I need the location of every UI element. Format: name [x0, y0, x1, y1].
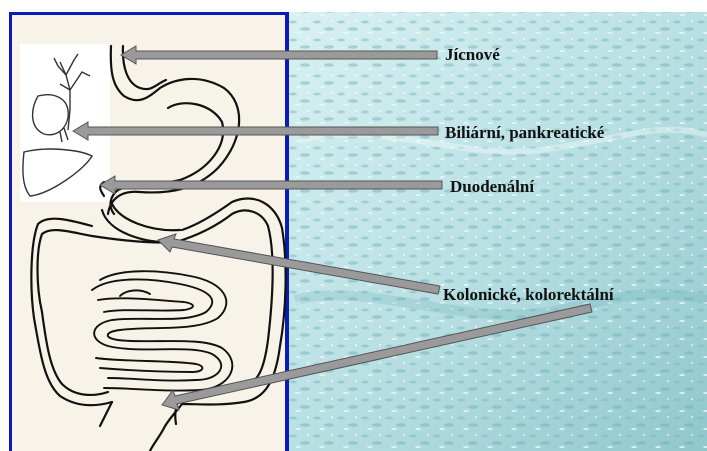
- label-biliary-pancreatic: Biliární, pankreatické: [445, 124, 604, 141]
- label-esophageal: Jícnové: [445, 46, 500, 63]
- label-colonic-colorectal: Kolonické, kolorektální: [443, 286, 614, 303]
- water-texture: [288, 12, 707, 451]
- label-duodenal: Duodenální: [450, 178, 534, 195]
